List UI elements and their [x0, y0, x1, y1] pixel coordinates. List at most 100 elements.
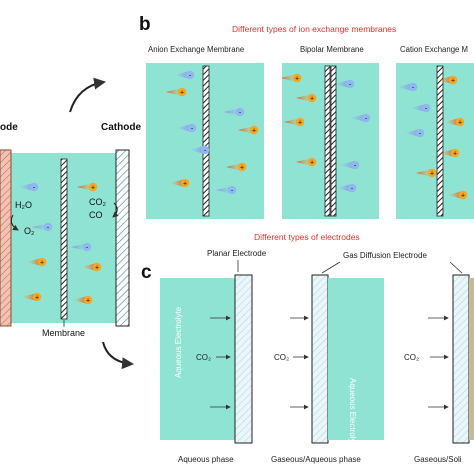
- phase-label-gaseous-aqueous: Gaseous/Aqueous phase: [271, 455, 361, 464]
- ion-body: [32, 292, 42, 302]
- ion-tail: [18, 183, 34, 191]
- panel-b-letter: b: [139, 14, 151, 35]
- membrane-label: Membrane: [42, 328, 85, 338]
- ion-charge-label: +: [180, 90, 184, 97]
- ion-charge-label: -: [33, 185, 36, 192]
- ion-charge-label: +: [91, 185, 95, 192]
- ion-charge-label: -: [204, 148, 207, 155]
- ion-body: [83, 295, 93, 305]
- ion-charge-label: -: [365, 116, 368, 123]
- h2o-label: H₂O: [15, 200, 32, 210]
- ion-tail: [339, 161, 355, 169]
- ion-tail: [336, 184, 352, 192]
- anode-label: ode: [0, 122, 18, 133]
- ion-tail: [21, 293, 37, 301]
- cation-icon: +: [169, 178, 190, 188]
- ion-tail: [296, 94, 312, 102]
- anion-icon: -: [18, 182, 39, 192]
- anion-icon: -: [224, 107, 245, 117]
- ion-body: [249, 125, 259, 135]
- cation-membrane: [436, 65, 444, 217]
- ion-charge-label: -: [47, 225, 50, 232]
- anion-membrane: [202, 65, 210, 217]
- ion-body: [227, 185, 237, 195]
- panel-b-title: Different types of ion exchange membrane…: [232, 24, 396, 34]
- ion-charge-label: +: [451, 78, 455, 85]
- curved-arrow-to-c: [102, 341, 134, 370]
- ion-charge-label: -: [191, 126, 194, 133]
- aqueous-electrolyte-label-2: Aqueous Electrolyte: [348, 378, 357, 450]
- ion-charge-label: -: [354, 163, 357, 170]
- ion-body: [82, 242, 92, 252]
- ion-charge-label: +: [95, 265, 99, 272]
- anion-icon: -: [397, 82, 418, 92]
- ion-body: [345, 79, 355, 89]
- o2-label: O₂: [24, 226, 35, 236]
- ion-charge-label: +: [295, 76, 299, 83]
- planar-electrode-label: Planar Electrode: [207, 249, 267, 258]
- anion-icon: -: [350, 113, 371, 123]
- gde-pointer-right: [449, 261, 463, 274]
- ion-tail: [77, 183, 93, 191]
- ion-charge-label: +: [458, 120, 462, 127]
- arrows-c2: [290, 315, 309, 410]
- cation-icon: +: [444, 117, 465, 127]
- ion-charge-label: +: [310, 96, 314, 103]
- cation-icon: +: [26, 257, 47, 267]
- cation-icon: +: [238, 125, 259, 135]
- ion-body: [427, 168, 437, 178]
- ion-tail: [397, 83, 413, 91]
- ion-charge-label: -: [412, 85, 415, 92]
- aqueous-electrolyte-label-1: Aqueous Electrolyte: [174, 306, 183, 378]
- ion-charge-label: -: [425, 106, 428, 113]
- ion-tail: [404, 129, 420, 137]
- cation-icon: +: [226, 162, 247, 172]
- phase-label-gaseous-solid: Gaseous/Soli: [414, 455, 462, 464]
- oxidation-arrow: [10, 214, 19, 231]
- co-label: CO: [89, 210, 103, 220]
- anion-icon: -: [334, 79, 355, 89]
- ion-tail: [350, 114, 366, 122]
- ion-charge-label: +: [40, 260, 44, 267]
- cation-icon: +: [281, 73, 302, 83]
- co2-label-c1: CO₂: [196, 353, 211, 362]
- cation-icon: +: [296, 157, 317, 167]
- ion-tail: [174, 71, 190, 79]
- cathode-label: Cathode: [101, 122, 141, 133]
- ion-body: [43, 222, 53, 232]
- aqueous-phase-region: [160, 278, 236, 440]
- ion-tail: [334, 80, 350, 88]
- anion-icon: -: [339, 160, 360, 170]
- ion-body: [235, 107, 245, 117]
- cation-icon: +: [81, 262, 102, 272]
- ion-tail: [439, 149, 455, 157]
- ion-tail: [189, 146, 205, 154]
- ion-tail: [284, 118, 300, 126]
- ion-body: [200, 145, 210, 155]
- anion-icon: -: [176, 123, 197, 133]
- co2-label-c2: CO₂: [274, 353, 289, 362]
- anion-icon: -: [71, 242, 92, 252]
- ion-body: [180, 178, 190, 188]
- ion-body: [455, 117, 465, 127]
- ion-tail: [238, 126, 254, 134]
- gde-label: Gas Diffusion Electrode: [343, 251, 427, 260]
- ion-charge-label: +: [240, 165, 244, 172]
- gas-diffusion-electrode-3: [452, 274, 470, 444]
- cation-icon: +: [21, 292, 42, 302]
- aqueous-electrolyte-region-2: [328, 278, 384, 440]
- ion-charge-label: -: [86, 245, 89, 252]
- panel-b: b Different types of ion exchange membra…: [139, 14, 474, 219]
- ion-tail: [416, 169, 432, 177]
- panel-c-letter: c: [141, 262, 152, 283]
- ion-body: [29, 182, 39, 192]
- reduction-arrow: [112, 202, 119, 218]
- cation-icon: +: [296, 93, 317, 103]
- cation-icon: +: [416, 168, 437, 178]
- ion-body: [350, 160, 360, 170]
- membrane: [60, 158, 68, 320]
- ion-charge-label: +: [430, 171, 434, 178]
- ion-charge-label: +: [86, 298, 90, 305]
- ion-charge-label: -: [349, 82, 352, 89]
